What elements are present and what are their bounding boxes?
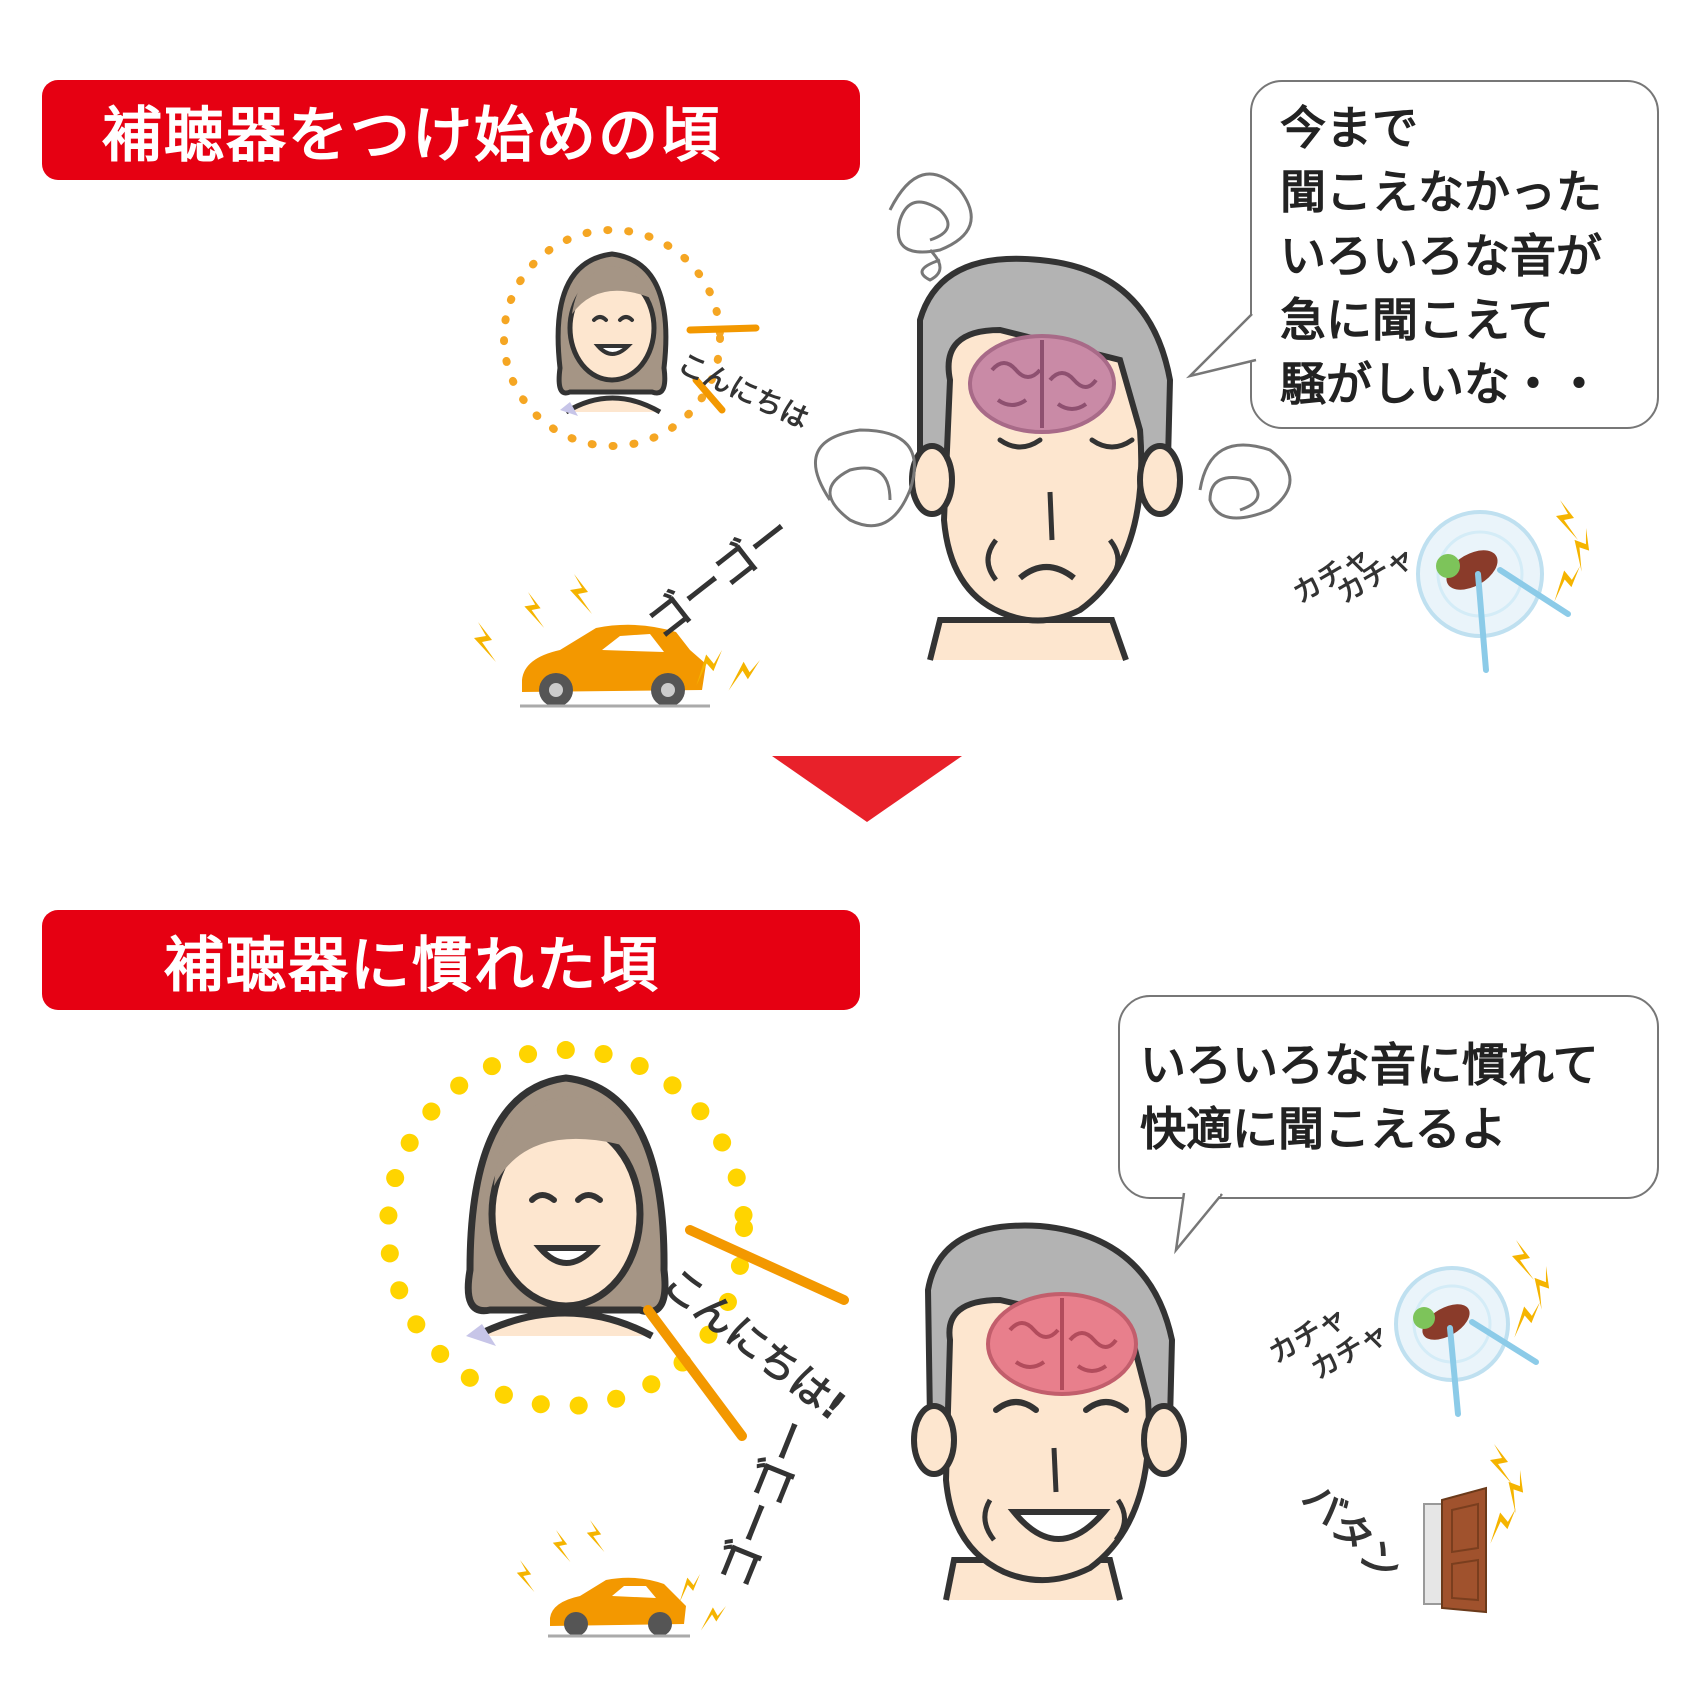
brain-icon-after: [986, 1292, 1138, 1396]
plate-fork-knife-icon-before: [1416, 500, 1602, 673]
banner-before-label: 補聴器をつけ始めの頃: [102, 100, 722, 171]
car-icon-before: [474, 574, 767, 708]
down-arrow-icon: [772, 756, 962, 822]
scribble-icon: [813, 172, 1292, 528]
door-icon: [1423, 1444, 1536, 1614]
bubble-before-line-5: 騒がしいな・・: [1280, 357, 1602, 411]
bubble-before-line-1: 今まで: [1280, 101, 1418, 155]
car-icon-after: [516, 1520, 731, 1638]
bubble-tail-before: [1185, 313, 1257, 379]
speech-bubble-after: いろいろな音に慣れて 快適に聞こえるよ: [1118, 995, 1659, 1199]
banner-before: 補聴器をつけ始めの頃: [42, 80, 860, 180]
bubble-after-line-1: いろいろな音に慣れて: [1140, 1038, 1599, 1092]
woman-face-icon-before: [500, 226, 760, 450]
woman-face-icon-after: [379, 1041, 849, 1441]
bubble-before-line-2: 聞こえなかった: [1280, 165, 1602, 219]
bubble-tail-after: [1174, 1192, 1223, 1255]
bubble-after-line-2: 快適に聞こえるよ: [1140, 1102, 1507, 1156]
speech-bubble-before: 今まで 聞こえなかった いろいろな音が 急に聞こえて 騒がしいな・・: [1250, 80, 1659, 429]
banner-after: 補聴器に慣れた頃: [42, 910, 860, 1010]
bubble-before-line-4: 急に聞こえて: [1280, 293, 1554, 347]
banner-after-label: 補聴器に慣れた頃: [164, 930, 660, 1001]
brain-icon-before: [968, 334, 1116, 434]
plate-fork-knife-icon-after: [1394, 1240, 1562, 1417]
bubble-before-line-3: いろいろな音が: [1280, 229, 1602, 283]
